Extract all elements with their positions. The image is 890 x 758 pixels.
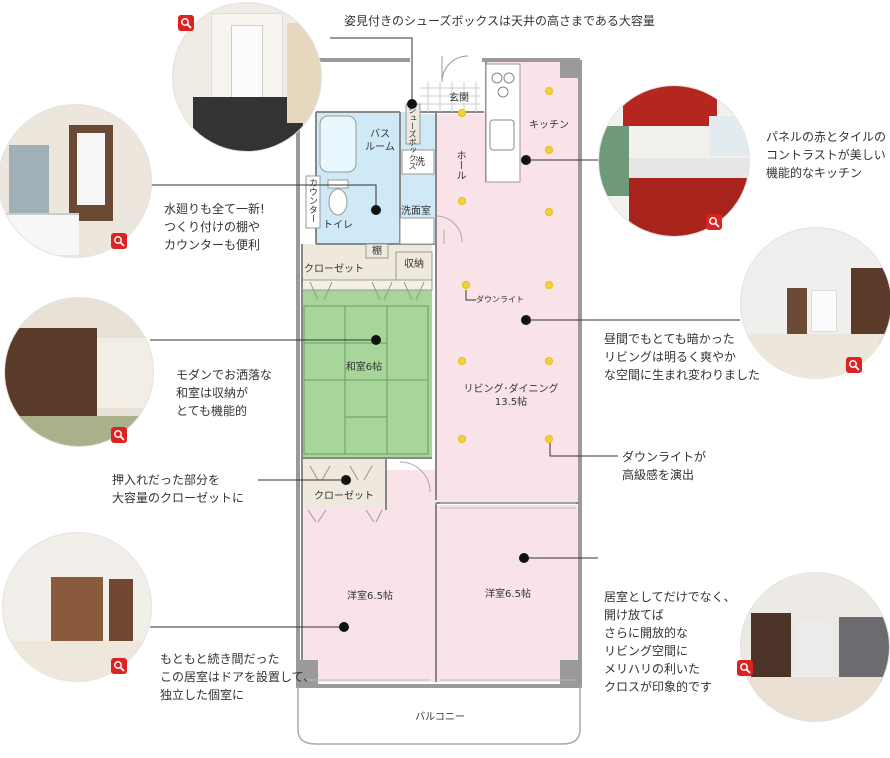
- hall-fill: [436, 112, 486, 248]
- tatami-grid: [303, 305, 429, 455]
- living-fill: [436, 248, 579, 503]
- zoom-magnifier-icon[interactable]: [178, 15, 194, 31]
- caption-living: 昼間でもとても暗かった リビングは明るく爽やか な空間に生まれ変わりました: [604, 332, 761, 382]
- kitchen-red-panel: [623, 86, 717, 126]
- callout-dot-bedroom[interactable]: [519, 553, 529, 563]
- photo-washitsu[interactable]: [4, 297, 154, 447]
- sink-icon: [489, 119, 515, 151]
- washroom-mirror: [9, 145, 49, 215]
- callout-dot-private[interactable]: [339, 622, 349, 632]
- living-closet: [851, 268, 890, 344]
- room-toilet: トイレ: [323, 220, 353, 231]
- room-bath: バス ルーム: [365, 129, 395, 153]
- washitsu-closet: [5, 328, 97, 418]
- entrance-floor: [193, 97, 303, 151]
- room-genkan: 玄関: [449, 93, 469, 104]
- room-shoebox: シューズボックス: [408, 106, 417, 170]
- photo-entrance[interactable]: [172, 2, 322, 152]
- downlight-marker: [545, 87, 553, 95]
- room-western-left: 洋室6.5帖: [347, 591, 393, 602]
- callout-dot-washitsu[interactable]: [371, 335, 381, 345]
- downlight-marker: [462, 281, 470, 289]
- downlight-marker: [545, 208, 553, 216]
- entry-door-arc: [441, 55, 469, 83]
- room-storage: 収納: [404, 259, 424, 270]
- callout-dot-water[interactable]: [371, 205, 381, 215]
- room-living: リビング･ダイニング 13.5帖: [463, 384, 559, 408]
- bedroom-accent-wall: [839, 617, 889, 683]
- private-room-closet: [51, 577, 103, 643]
- zoom-magnifier-icon[interactable]: [846, 357, 862, 373]
- photo-washroom[interactable]: [0, 104, 152, 258]
- downlight-marker: [545, 357, 553, 365]
- door-arcs: [399, 215, 463, 493]
- zoom-magnifier-icon[interactable]: [111, 658, 127, 674]
- room-closet-top: クローゼット: [304, 264, 364, 275]
- downlight-marker: [458, 109, 466, 117]
- callout-dot-kitchen[interactable]: [521, 155, 531, 165]
- room-downlight-label: ダウンライト: [476, 295, 524, 304]
- caption-private: もともと続き間だった この居室はドアを設置して、 独立した個室に: [160, 652, 316, 702]
- room-washitsu: 和室6帖: [345, 362, 383, 373]
- leader-lines: [150, 37, 740, 628]
- caption-closet: 押入れだった部分を 大容量のクローゼットに: [112, 473, 245, 505]
- zoom-magnifier-icon[interactable]: [706, 214, 722, 230]
- callout-dot-living[interactable]: [521, 315, 531, 325]
- room-western-right: 洋室6.5帖: [485, 589, 531, 600]
- downlight-marker: [545, 435, 553, 443]
- photo-bedroom[interactable]: [740, 572, 890, 722]
- sliding-doors: [304, 502, 576, 681]
- room-balcony: バルコニー: [415, 712, 465, 723]
- counter-unit: [305, 175, 321, 229]
- washitsu-fill: [302, 290, 432, 458]
- room-wash-basin: 洗: [415, 157, 425, 168]
- toilet-icon: [328, 188, 348, 216]
- photo-kitchen[interactable]: [598, 85, 750, 237]
- downlight-marker: [458, 435, 466, 443]
- downlight-marker: [545, 281, 553, 289]
- downlight-marker: [545, 146, 553, 154]
- washstand-icon: [401, 149, 435, 175]
- shelf-block: [365, 243, 389, 259]
- caption-shoebox: 姿見付きのシューズボックスは天井の高さまである大容量: [344, 14, 655, 28]
- room-closet-bottom: クローゼット: [314, 491, 374, 502]
- stove-icon: [491, 72, 515, 98]
- genkan-fill: [418, 80, 484, 114]
- storage-block: [395, 251, 433, 281]
- balcony-outline: [297, 686, 581, 745]
- zoom-magnifier-icon[interactable]: [111, 427, 127, 443]
- zoom-magnifier-icon[interactable]: [111, 233, 127, 249]
- caption-kitchen: パネルの赤とタイルの コントラストが美しい 機能的なキッチン: [766, 130, 887, 180]
- zoom-magnifier-icon[interactable]: [737, 660, 753, 676]
- callout-dot-shoebox[interactable]: [407, 99, 417, 109]
- closet-bottom-doors: [307, 465, 383, 523]
- caption-water: 水廻りも全て一新! つくり付けの棚や カウンターも便利: [164, 202, 265, 252]
- entrance-door: [231, 25, 263, 99]
- column-tr: [560, 60, 582, 78]
- western-right-fill: [436, 505, 579, 682]
- caption-downlight: ダウンライトが 高級感を演出: [622, 450, 707, 482]
- kitchen-counter-photo: [629, 158, 749, 178]
- caption-bedroom: 居室としてだけでなく、 開け放てば さらに開放的な リビング空間に メリハリの利…: [604, 590, 736, 694]
- photo-private-room[interactable]: [2, 532, 152, 682]
- caption-washitsu: モダンでお洒落な 和室は収納が とても機能的: [176, 368, 273, 418]
- kitchen-tile: [599, 126, 629, 196]
- washing-machine-icon: [399, 217, 435, 245]
- room-kitchen: キッチン: [529, 120, 569, 131]
- washitsu-tatami: [5, 416, 153, 446]
- private-room-door: [109, 579, 133, 643]
- room-shelf: 棚: [372, 246, 382, 257]
- photo-living[interactable]: [740, 227, 890, 379]
- callout-dot-closet[interactable]: [341, 475, 351, 485]
- downlight-marker: [458, 357, 466, 365]
- column-bl: [296, 660, 318, 688]
- room-counter: カウンター: [307, 178, 317, 223]
- room-hall: ホール: [454, 150, 465, 180]
- room-washroom: 洗面室: [401, 206, 431, 217]
- bathtub-icon: [319, 115, 357, 173]
- genkan-tiles: [420, 82, 480, 112]
- downlight-marker: [458, 197, 466, 205]
- column-br: [560, 660, 582, 688]
